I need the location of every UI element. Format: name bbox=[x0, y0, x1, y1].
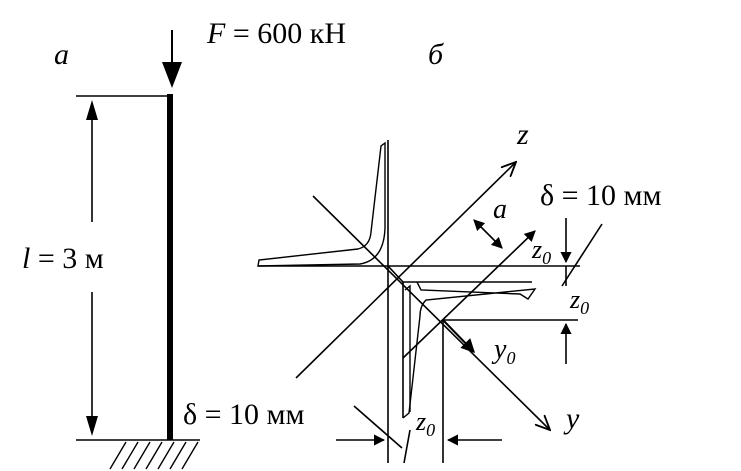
fixed-support-hatching bbox=[109, 441, 199, 470]
z0-horizontal-dimension bbox=[336, 429, 502, 464]
thickness-label-right: δ = 10 мм bbox=[540, 179, 662, 212]
axis-v-diagonal bbox=[312, 195, 550, 430]
axis-y0-arrow bbox=[442, 319, 475, 354]
axis-y0-label: y0 bbox=[491, 334, 515, 368]
thickness-leader-left bbox=[353, 405, 403, 449]
z0-label-upper: z0 bbox=[531, 235, 551, 268]
length-label: l = 3 м bbox=[22, 242, 104, 275]
thickness-leader-right bbox=[561, 223, 603, 287]
axis-z-label: z bbox=[516, 118, 529, 151]
z0-label-bottom: z0 bbox=[415, 407, 435, 440]
panel-a-label: а bbox=[54, 38, 69, 71]
axis-y-label: y bbox=[563, 402, 580, 435]
panel-a: а F = 600 кН l = 3 м bbox=[22, 17, 346, 470]
force-label: F = 600 кН bbox=[206, 17, 346, 50]
dimension-a-label: a bbox=[493, 194, 507, 225]
panel-b: б a z y y0 bbox=[183, 38, 662, 464]
length-dimension bbox=[86, 100, 98, 436]
thickness-label-left: δ = 10 мм bbox=[183, 398, 305, 431]
dimension-a bbox=[473, 219, 503, 249]
force-arrow bbox=[162, 30, 182, 88]
axis-u-diagonal bbox=[295, 162, 516, 379]
z0-label-right: z0 bbox=[569, 285, 589, 318]
section-frame-lines bbox=[258, 140, 580, 463]
panel-b-label: б bbox=[428, 38, 444, 71]
axis-secondary-diagonal bbox=[402, 230, 536, 359]
